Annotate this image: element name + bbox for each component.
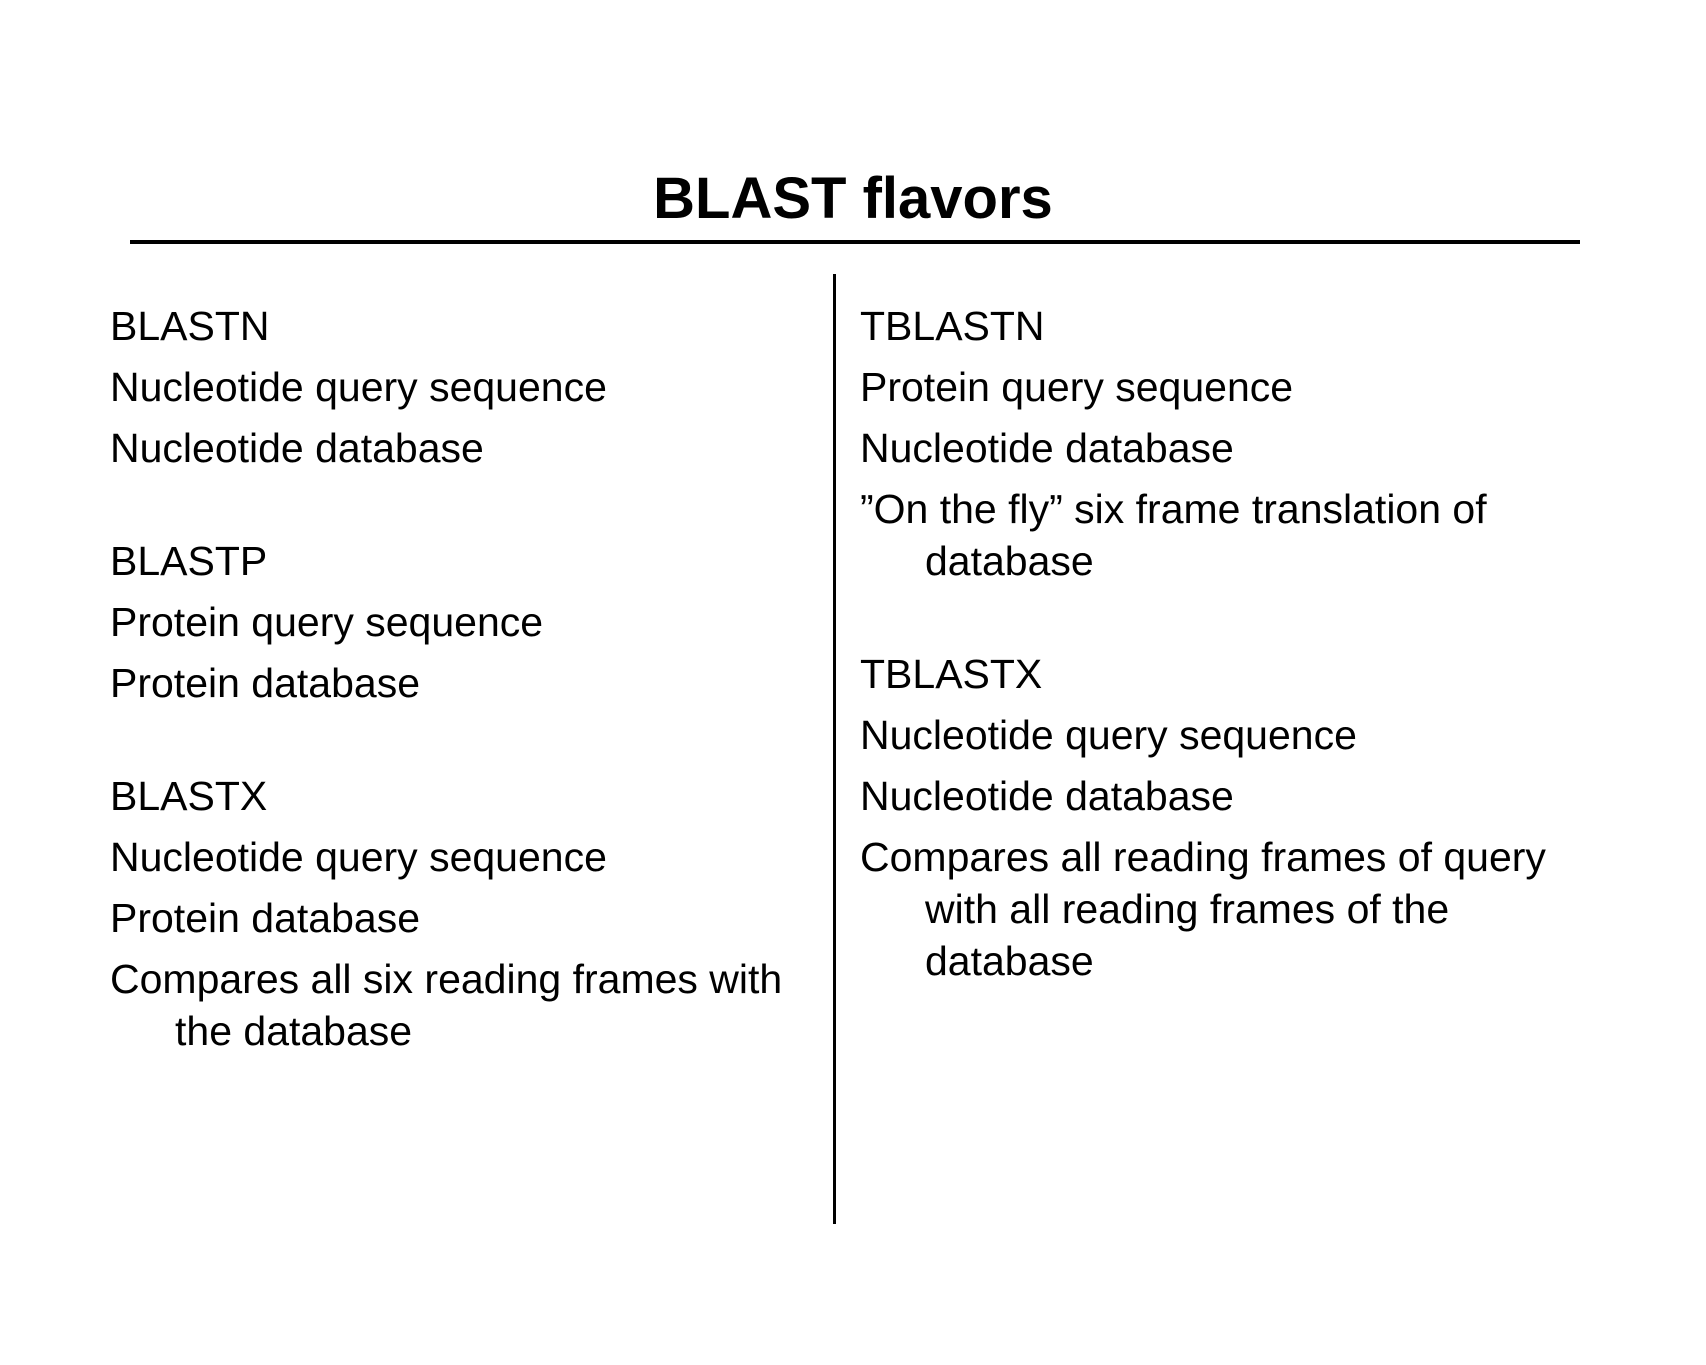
flavor-line: ”On the fly” six frame translation of da…: [860, 486, 1487, 584]
flavor-line: Protein query sequence: [110, 599, 544, 645]
flavor-line: Nucleotide query sequence: [110, 834, 607, 880]
left-column: BLASTN Nucleotide query sequence Nucleot…: [110, 300, 828, 1118]
flavor-line: Protein database: [110, 660, 421, 706]
flavor-group-tblastn: TBLASTN Protein query sequence Nucleotid…: [860, 300, 1590, 587]
flavor-name: TBLASTN: [860, 303, 1045, 349]
flavor-name: TBLASTX: [860, 651, 1043, 697]
title-divider-line: [130, 240, 1580, 244]
right-column: TBLASTN Protein query sequence Nucleotid…: [860, 300, 1590, 1048]
flavor-line: Protein query sequence: [860, 364, 1294, 410]
flavor-name: BLASTN: [110, 303, 270, 349]
flavor-name: BLASTX: [110, 773, 268, 819]
flavor-line: Nucleotide query sequence: [110, 364, 607, 410]
flavor-line: Nucleotide query sequence: [860, 712, 1357, 758]
flavor-group-tblastx: TBLASTX Nucleotide query sequence Nucleo…: [860, 648, 1590, 987]
flavor-group-blastp: BLASTP Protein query sequence Protein da…: [110, 535, 828, 709]
column-divider-line: [833, 274, 836, 1224]
flavor-group-blastn: BLASTN Nucleotide query sequence Nucleot…: [110, 300, 828, 474]
flavor-line: Nucleotide database: [860, 773, 1234, 819]
flavor-line: Nucleotide database: [110, 425, 484, 471]
flavor-line: Compares all six reading frames with the…: [110, 956, 783, 1054]
flavor-line: Nucleotide database: [860, 425, 1234, 471]
flavor-name: BLASTP: [110, 538, 268, 584]
flavor-group-blastx: BLASTX Nucleotide query sequence Protein…: [110, 770, 828, 1057]
slide-title: BLAST flavors: [653, 165, 1053, 231]
flavor-line: Protein database: [110, 895, 421, 941]
flavor-line: Compares all reading frames of query wit…: [860, 834, 1546, 984]
